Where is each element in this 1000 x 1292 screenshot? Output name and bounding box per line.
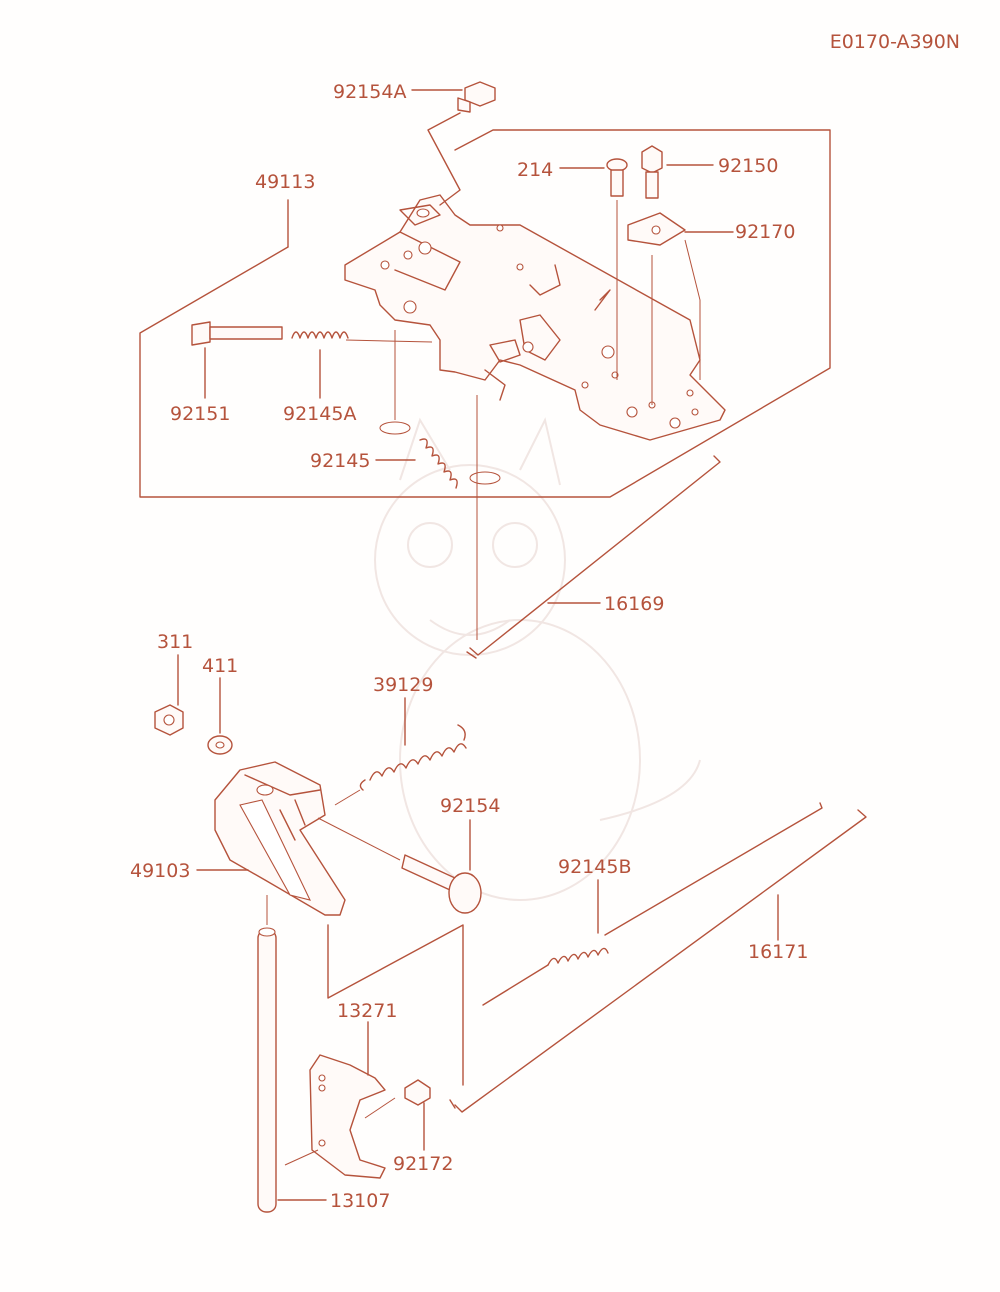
spring-92145 (379, 421, 501, 489)
spring-92145B (482, 802, 823, 1006)
lever-49103 (214, 761, 346, 916)
bolt-92151 (191, 321, 283, 346)
label-92170: 92170 (735, 221, 795, 243)
washer-411 (207, 735, 233, 755)
label-411: 411 (202, 655, 238, 677)
label-13271: 13271 (337, 1000, 397, 1022)
label-49103: 49103 (130, 860, 190, 882)
bracket-13271 (309, 1054, 386, 1179)
spring-39129 (359, 724, 467, 791)
label-92172: 92172 (393, 1153, 453, 1175)
label-16171: 16171 (748, 941, 808, 963)
upper-group-outline (139, 129, 831, 498)
label-92145A: 92145A (283, 403, 356, 425)
label-39129: 39129 (373, 674, 433, 696)
label-92145B: 92145B (558, 856, 631, 878)
label-92145: 92145 (310, 450, 370, 472)
control-plate (344, 194, 726, 441)
label-92154: 92154 (440, 795, 500, 817)
spring-92145A (291, 331, 349, 339)
label-49113: 49113 (255, 171, 315, 193)
shaft-13107 (257, 927, 277, 1213)
label-214: 214 (517, 159, 553, 181)
diagram-code: E0170-A390N (830, 31, 960, 53)
watermark (374, 417, 701, 901)
clamp-92170 (627, 212, 686, 246)
label-16169: 16169 (604, 593, 664, 615)
pin-92154 (401, 854, 482, 914)
rod-16169 (466, 455, 721, 659)
rod-16171 (449, 809, 867, 1113)
label-92154A: 92154A (333, 81, 406, 103)
bolt-92154A (457, 81, 496, 113)
screw-92172 (364, 1079, 431, 1119)
nut-311 (154, 704, 184, 736)
label-311: 311 (157, 631, 193, 653)
label-92150: 92150 (718, 155, 778, 177)
screw-214 (606, 158, 628, 197)
bolt-92150 (641, 145, 663, 199)
label-13107: 13107 (330, 1190, 390, 1212)
label-92151: 92151 (170, 403, 230, 425)
